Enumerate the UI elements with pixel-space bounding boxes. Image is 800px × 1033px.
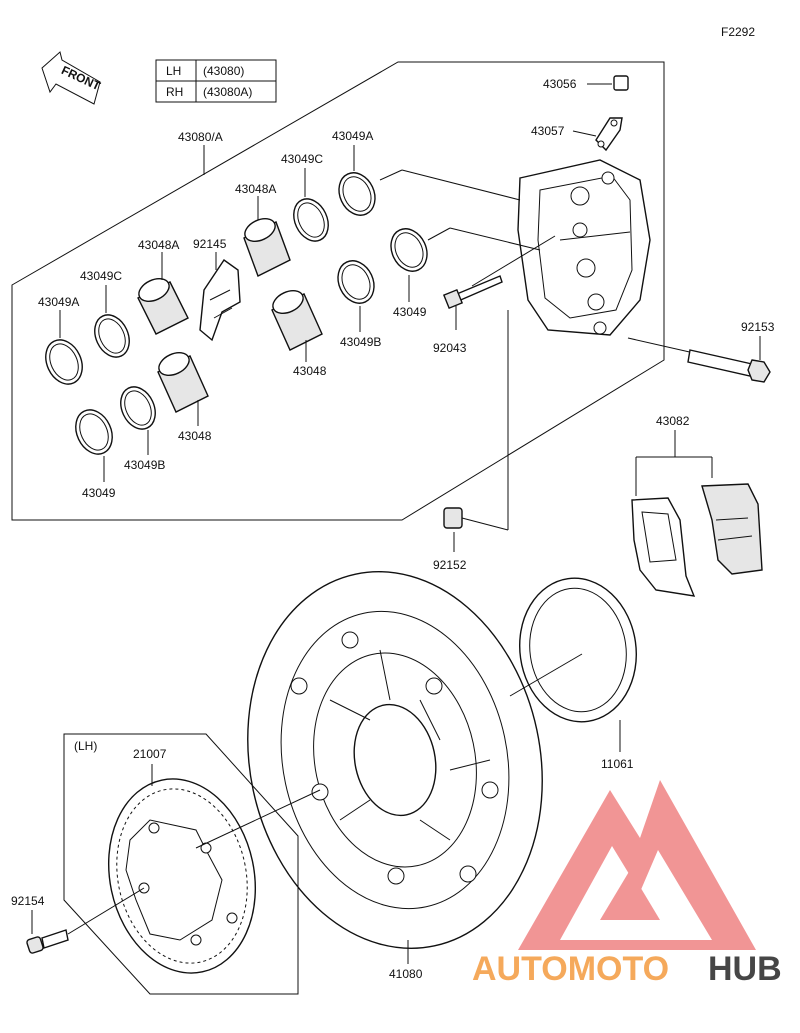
seal-43049B-low: 43049B (120, 386, 165, 472)
svg-text:43049C: 43049C (80, 269, 122, 283)
collar: 92152 (433, 310, 509, 572)
caliper-kit-outline (11, 61, 665, 521)
svg-text:43049A: 43049A (332, 129, 373, 143)
pad-spring: 92145 (193, 237, 241, 342)
svg-text:43049B: 43049B (124, 458, 165, 472)
side-lh: LH (166, 64, 181, 78)
piston-43048-low: 43048 (157, 351, 212, 443)
svg-text:92145: 92145 (193, 237, 227, 251)
svg-text:92152: 92152 (433, 558, 467, 572)
svg-text:21007: 21007 (133, 747, 167, 761)
svg-text:43048: 43048 (178, 429, 212, 443)
rotor-bolt: 92154 (11, 887, 145, 954)
piston-43048A-left: 43048A (137, 238, 189, 335)
svg-text:43048A: 43048A (138, 238, 179, 252)
seal-43049C-left: 43049C (80, 269, 130, 358)
seal-43049-top-right: 43049 (390, 228, 428, 319)
brand-watermark: AUTOMOTO HUB (472, 780, 782, 988)
lh-label: (LH) (74, 739, 97, 753)
seal-43049C-top: 43049C (281, 152, 329, 242)
caliper-body (517, 159, 651, 336)
svg-text:43049: 43049 (82, 486, 116, 500)
label-43080A: 43080/A (178, 130, 223, 144)
bracket-plate: 43057 (531, 117, 623, 152)
seal-43049B-mid: 43049B (337, 260, 381, 349)
svg-text:41080: 41080 (389, 967, 423, 981)
svg-text:92153: 92153 (741, 320, 775, 334)
side-rh-code: (43080A) (203, 85, 252, 99)
svg-text:43057: 43057 (531, 124, 565, 138)
figure-code: F2292 (721, 25, 755, 39)
piston-43048-mid: 43048 (271, 289, 327, 378)
sensor-rotor: 21007 (107, 747, 321, 974)
side-table: LH (43080) RH (43080A) (155, 59, 277, 103)
brand-name-1: AUTOMOTO (472, 950, 669, 988)
caliper-bolt: 92153 (627, 320, 775, 383)
disc-gasket: 11061 (509, 577, 638, 771)
front-arrow-icon: FRONT (41, 51, 103, 105)
svg-text:11061: 11061 (601, 757, 634, 771)
brand-logo-icon (518, 780, 756, 950)
bleeder-valve: 92043 (433, 275, 503, 355)
brake-disc: 41080 (247, 571, 543, 981)
svg-text:43049: 43049 (393, 305, 427, 319)
svg-text:92154: 92154 (11, 894, 45, 908)
side-rh: RH (166, 85, 183, 99)
brake-pad-set: 43082 (631, 414, 763, 597)
seal-43049A-top: 43049A (332, 129, 376, 216)
svg-text:43048A: 43048A (235, 182, 276, 196)
svg-text:43049C: 43049C (281, 152, 323, 166)
svg-text:43082: 43082 (656, 414, 690, 428)
seal-43049A-left: 43049A (38, 295, 83, 385)
side-lh-code: (43080) (203, 64, 244, 78)
seal-43049-low: 43049 (75, 409, 116, 500)
svg-text:92043: 92043 (433, 341, 467, 355)
svg-text:43049B: 43049B (340, 335, 381, 349)
brand-name-2: HUB (708, 950, 782, 988)
svg-text:43048: 43048 (293, 364, 327, 378)
svg-text:43049A: 43049A (38, 295, 79, 309)
piston-43048A-top: 43048A (235, 182, 291, 277)
lh-sub-box (63, 733, 299, 995)
bleeder-cap: 43056 (543, 75, 629, 91)
svg-text:43056: 43056 (543, 77, 577, 91)
